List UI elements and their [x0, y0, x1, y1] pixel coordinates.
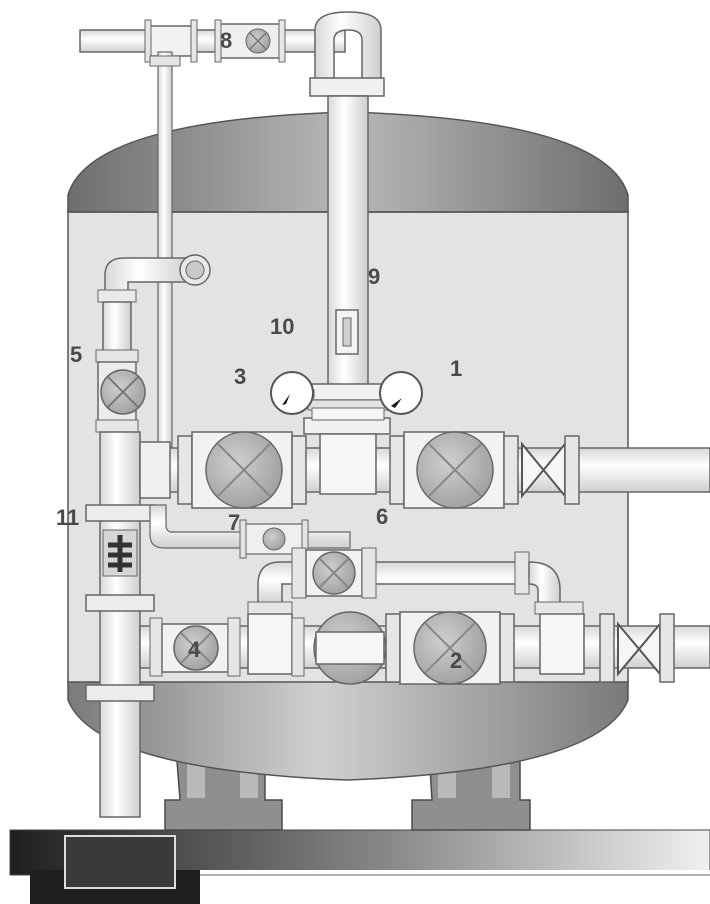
left-main-pipe [85, 431, 155, 818]
label-3: 3 [234, 364, 246, 389]
bypass-loop [247, 547, 584, 615]
upper-valve-run [139, 431, 710, 509]
label-6: 6 [376, 504, 388, 529]
label-5: 5 [70, 342, 82, 367]
lower-valve-run [139, 611, 710, 685]
label-8: 8 [220, 28, 232, 53]
valve-5-line [95, 254, 211, 433]
pressure-gauges [270, 371, 423, 435]
thin-vertical-tube [157, 51, 173, 448]
ground-base [9, 829, 710, 904]
label-11: 11 [56, 505, 79, 530]
label-4: 4 [188, 637, 201, 662]
label-2: 2 [450, 648, 462, 673]
top-inlet-pipe [79, 19, 346, 63]
callout-labels: 1 2 3 4 5 6 7 8 9 10 11 [56, 28, 462, 673]
label-10: 10 [270, 314, 294, 339]
label-7: 7 [228, 510, 240, 535]
label-9: 9 [368, 264, 380, 289]
label-1: 1 [450, 356, 462, 381]
